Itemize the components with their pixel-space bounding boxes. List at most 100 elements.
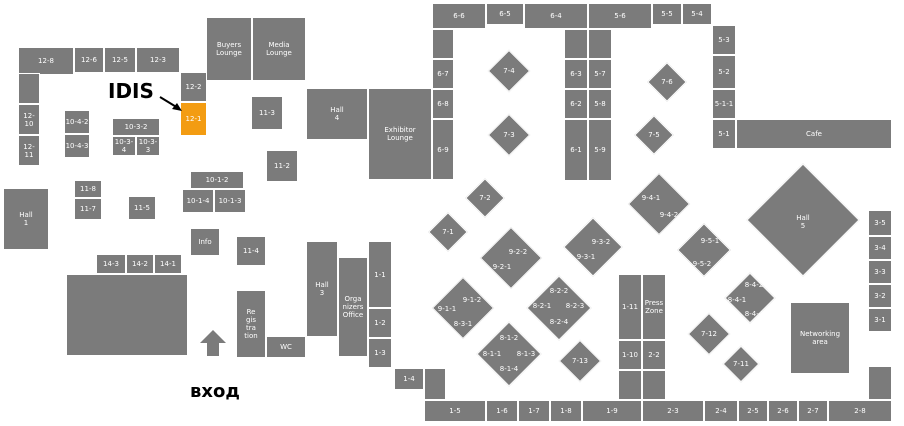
booth-1-5[interactable]: 1-5 <box>424 400 486 422</box>
booth-10-3-2[interactable]: 10-3-2 <box>112 118 160 136</box>
booth-11-8[interactable]: 11-8 <box>74 180 102 198</box>
booth-5-7[interactable]: 5-7 <box>588 59 612 89</box>
booth-5-5[interactable]: 5-5 <box>652 3 682 25</box>
stand-label: 7-3 <box>503 131 515 139</box>
booth-label: 12-2 <box>185 83 202 91</box>
booth-2-8[interactable]: 2-8 <box>828 400 892 422</box>
media-lounge[interactable]: Media Lounge <box>252 17 306 81</box>
stand-9-5[interactable] <box>677 223 731 277</box>
booth-5-2[interactable]: 5-2 <box>712 55 736 89</box>
stand-label: 9-5-2 <box>692 260 712 268</box>
booth-label: 10-1-3 <box>218 197 242 205</box>
stand-label: 7-11 <box>733 360 749 368</box>
info-desk[interactable]: Info <box>190 228 220 256</box>
hall-4[interactable]: Hall 4 <box>306 88 368 140</box>
booth-10-1-3[interactable]: 10-1-3 <box>214 189 246 213</box>
booth-12-1[interactable]: 12-1 <box>180 102 207 136</box>
booth-2-4[interactable]: 2-4 <box>704 400 738 422</box>
booth-12-6[interactable]: 12-6 <box>74 47 104 73</box>
booth-1-6[interactable]: 1-6 <box>486 400 518 422</box>
organizers-office[interactable]: Orga nizers Office <box>338 257 368 357</box>
booth-label: 6-7 <box>437 70 449 78</box>
booth-10-3-4[interactable]: 10-3-4 <box>112 136 136 156</box>
booth-10-1-4[interactable]: 10-1-4 <box>182 189 214 213</box>
booth-2-3[interactable]: 2-3 <box>642 400 704 422</box>
wc[interactable]: WC <box>266 336 306 358</box>
booth-1-1[interactable]: 1-1 <box>368 241 392 308</box>
booth-6-9[interactable]: 6-9 <box>432 119 454 180</box>
booth-3-4[interactable]: 3-4 <box>868 236 892 260</box>
booth-3-2[interactable]: 3-2 <box>868 284 892 308</box>
exhibitor-lounge[interactable]: Exhibitor Lounge <box>368 88 432 180</box>
booth-6-1[interactable]: 6-1 <box>564 119 588 181</box>
registration[interactable]: Re gis tra tion <box>236 290 266 358</box>
booth-12-10[interactable]: 12-10 <box>18 104 40 135</box>
booth-6-3[interactable]: 6-3 <box>564 59 588 89</box>
booth-label: 1-10 <box>622 351 638 359</box>
stand-label: 8-4-2 <box>744 281 764 289</box>
stand-label: 9-3-2 <box>591 238 611 246</box>
booth-5-9[interactable]: 5-9 <box>588 119 612 181</box>
booth-5-8[interactable]: 5-8 <box>588 89 612 119</box>
stand-9-4[interactable] <box>627 172 691 236</box>
booth-6-5[interactable]: 6-5 <box>486 3 524 25</box>
booth-3-3[interactable]: 3-3 <box>868 260 892 284</box>
booth-6-6[interactable]: 6-6 <box>432 3 486 29</box>
stand-9-2[interactable] <box>479 226 543 290</box>
hall-3[interactable]: Hall 3 <box>306 241 338 337</box>
booth-12-3[interactable]: 12-3 <box>136 47 180 73</box>
booth-6-4[interactable]: 6-4 <box>524 3 588 29</box>
booth-11-7[interactable]: 11-7 <box>74 198 102 220</box>
booth-1-2[interactable]: 1-2 <box>368 308 392 338</box>
booth-5-4[interactable]: 5-4 <box>682 3 712 25</box>
booth-10-3-3[interactable]: 10-3-3 <box>136 136 160 156</box>
networking-area[interactable]: Networking area <box>790 302 850 374</box>
large-stand[interactable] <box>66 274 188 356</box>
stand-9-3[interactable] <box>563 217 623 277</box>
booth-5-1[interactable]: 5-1 <box>712 119 736 149</box>
booth-14-2[interactable]: 14-2 <box>126 254 154 274</box>
booth-6-2[interactable]: 6-2 <box>564 89 588 119</box>
booth-10-4-3[interactable]: 10-4-3 <box>64 134 90 158</box>
stand-label: 7-1 <box>442 228 454 236</box>
booth-12-5[interactable]: 12-5 <box>104 47 136 73</box>
stand-label: 8-2-2 <box>549 287 569 295</box>
booth-label: 5-3 <box>718 36 730 44</box>
cafe[interactable]: Cafe <box>736 119 892 149</box>
lounge-label: Exhibitor Lounge <box>384 126 416 142</box>
booth-10-1-2[interactable]: 10-1-2 <box>190 171 244 189</box>
booth-1-9[interactable]: 1-9 <box>582 400 642 422</box>
booth-2-7[interactable]: 2-7 <box>798 400 828 422</box>
booth-6-7[interactable]: 6-7 <box>432 59 454 89</box>
booth-label: 5-8 <box>594 100 606 108</box>
booth-11-4[interactable]: 11-4 <box>236 236 266 266</box>
booth-11-2[interactable]: 11-2 <box>266 150 298 182</box>
booth-12-2[interactable]: 12-2 <box>180 72 207 102</box>
booth-1-10[interactable]: 1-10 <box>618 340 642 370</box>
booth-12-11[interactable]: 12-11 <box>18 135 40 166</box>
booth-1-4[interactable]: 1-4 <box>394 368 424 390</box>
booth-1-8[interactable]: 1-8 <box>550 400 582 422</box>
booth-11-5[interactable]: 11-5 <box>128 196 156 220</box>
booth-11-3[interactable]: 11-3 <box>251 96 283 130</box>
booth-1-7[interactable]: 1-7 <box>518 400 550 422</box>
booth-1-3[interactable]: 1-3 <box>368 338 392 368</box>
booth-5-1-1[interactable]: 5-1-1 <box>712 89 736 119</box>
booth-1-11[interactable]: 1-11 <box>618 274 642 340</box>
booth-14-3[interactable]: 14-3 <box>96 254 126 274</box>
booth-12-8[interactable]: 12-8 <box>18 47 74 75</box>
hall-1[interactable]: Hall 1 <box>3 188 49 250</box>
press-zone[interactable]: Press Zone <box>642 274 666 340</box>
booth-6-8[interactable]: 6-8 <box>432 89 454 119</box>
idis-marker: IDIS <box>108 79 154 103</box>
booth-10-4-2[interactable]: 10-4-2 <box>64 110 90 134</box>
booth-5-3[interactable]: 5-3 <box>712 25 736 55</box>
booth-14-1[interactable]: 14-1 <box>154 254 182 274</box>
booth-3-1[interactable]: 3-1 <box>868 308 892 332</box>
booth-2-6[interactable]: 2-6 <box>768 400 798 422</box>
booth-3-5[interactable]: 3-5 <box>868 210 892 236</box>
booth-2-2[interactable]: 2-2 <box>642 340 666 370</box>
booth-5-6[interactable]: 5-6 <box>588 3 652 29</box>
booth-2-5[interactable]: 2-5 <box>738 400 768 422</box>
buyers-lounge[interactable]: Buyers Lounge <box>206 17 252 81</box>
